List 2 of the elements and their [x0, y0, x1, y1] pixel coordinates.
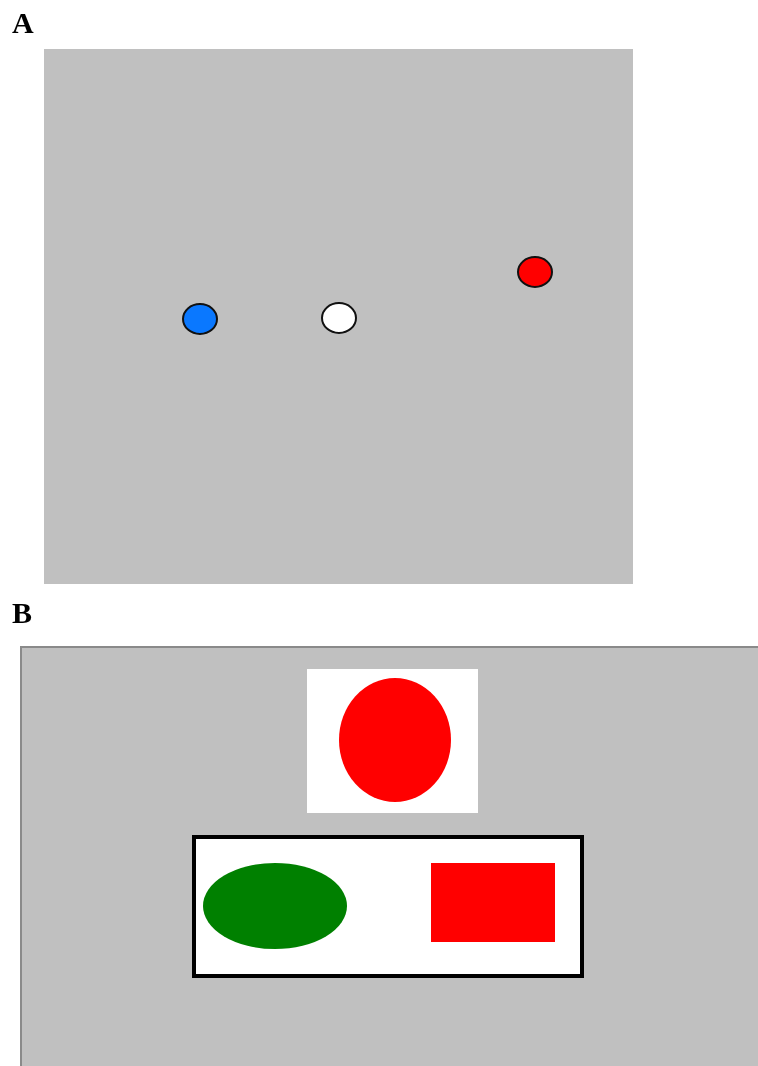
panel-label: B — [12, 598, 32, 628]
panel-label: A — [12, 8, 34, 38]
